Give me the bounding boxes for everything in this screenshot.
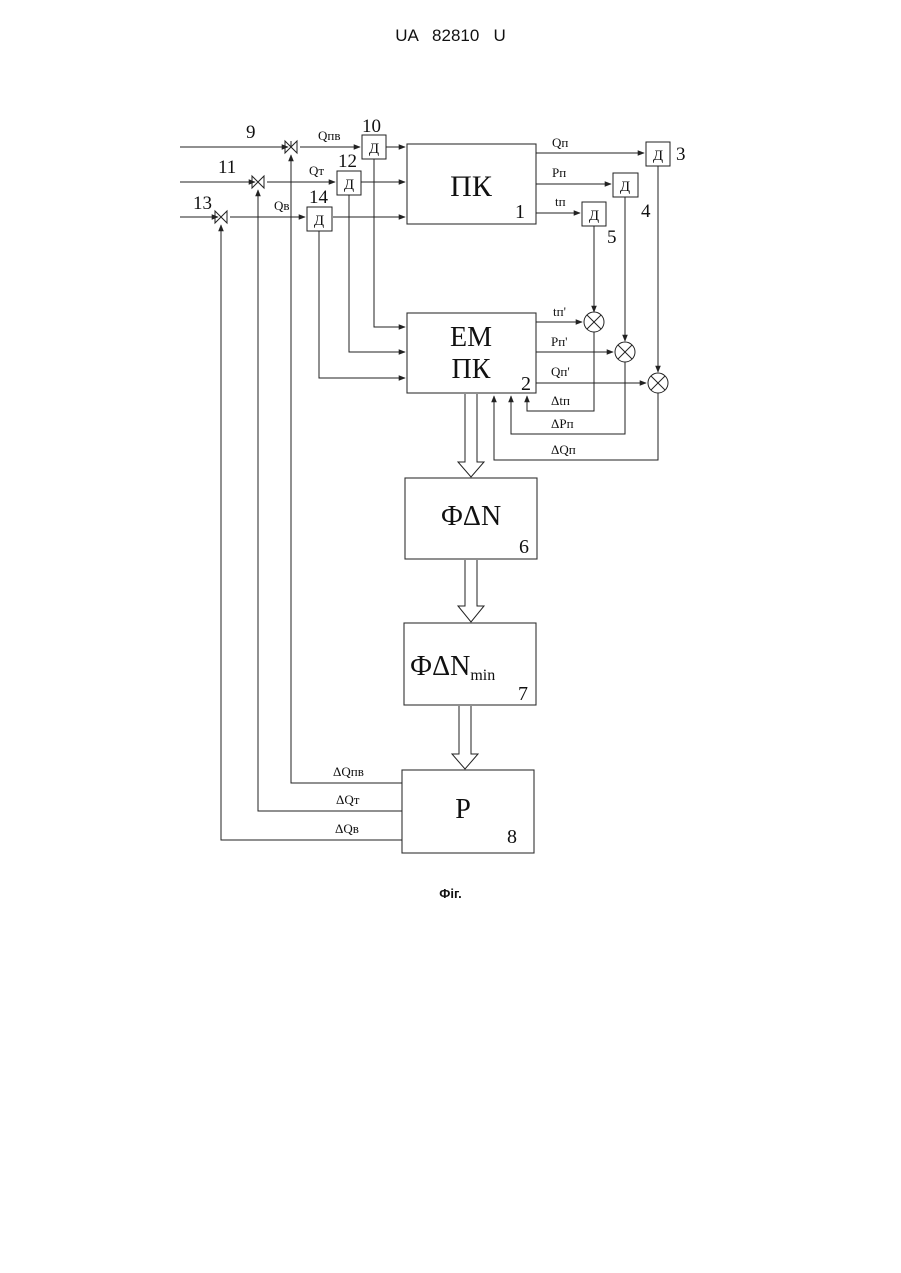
sensor-5: Д: [582, 202, 606, 226]
block-em-pk: ЕМ ПК 2: [407, 313, 536, 395]
em-pk-label-bottom: ПК: [452, 354, 491, 385]
label-qp-prime: Qп': [551, 364, 570, 379]
sensor-12: Д: [337, 171, 361, 195]
sensor-4: Д: [613, 173, 638, 197]
em-pk-label-top: ЕМ: [450, 322, 492, 353]
label-number-11: 11: [218, 157, 236, 178]
label-pp-prime: Рп': [551, 334, 568, 349]
label-number-4: 4: [641, 201, 651, 222]
label-qpv: Qпв: [318, 128, 340, 143]
hollow-arrow-empk-fdn: [458, 394, 484, 477]
fdn-number: 6: [519, 536, 529, 558]
pk-number: 1: [515, 201, 525, 223]
svg-text:Д: Д: [369, 141, 379, 157]
label-qv: Qв: [274, 198, 290, 213]
label-delta-qv: ΔQв: [335, 821, 359, 836]
feed-lines-to-em-pk: [319, 159, 405, 378]
label-qp: Qп: [552, 135, 568, 150]
block-p: Р 8: [402, 770, 534, 853]
label-tp-prime: tп': [553, 304, 566, 319]
svg-text:Д: Д: [620, 179, 630, 195]
sensor-3: Д: [646, 142, 670, 166]
control-lines: [221, 155, 402, 840]
label-delta-qpv: ΔQпв: [333, 764, 364, 779]
label-number-13: 13: [193, 193, 212, 214]
label-delta-qt: ΔQт: [336, 792, 360, 807]
fdn-label: ФΔN: [441, 501, 501, 532]
p-label: Р: [455, 794, 471, 825]
em-pk-number: 2: [521, 373, 531, 395]
label-pp: Рп: [552, 165, 566, 180]
comparator-qp: [648, 373, 668, 393]
pk-label: ПК: [450, 170, 493, 203]
block-fdn: ФΔN 6: [405, 478, 537, 559]
label-qt: Qт: [309, 163, 324, 178]
sensor-10: Д: [362, 135, 386, 159]
figure-caption: Фіг.: [0, 886, 901, 901]
comparator-pp: [615, 342, 635, 362]
svg-text:Д: Д: [589, 208, 599, 224]
hollow-arrow-fdn-fdnmin: [458, 560, 484, 622]
svg-text:Д: Д: [344, 177, 354, 193]
label-number-9: 9: [246, 122, 256, 143]
label-number-14: 14: [309, 187, 329, 208]
block-pk: ПК 1: [407, 144, 536, 224]
p-number: 8: [507, 826, 517, 848]
label-number-12: 12: [338, 151, 357, 172]
label-delta-tp: Δtп: [551, 393, 570, 408]
hollow-arrow-fdnmin-p: [452, 706, 478, 769]
label-delta-pp: ΔРп: [551, 416, 574, 431]
label-number-3: 3: [676, 144, 686, 165]
svg-text:Д: Д: [653, 148, 663, 164]
sensor-14: Д: [307, 207, 332, 231]
block-fdn-min: ФΔNmin 7: [404, 623, 536, 705]
label-number-5: 5: [607, 227, 617, 248]
fdn-min-number: 7: [518, 683, 528, 705]
label-number-10: 10: [362, 116, 381, 137]
comparator-tp: [584, 312, 604, 332]
label-delta-qp: ΔQп: [551, 442, 576, 457]
label-tp: tп: [555, 194, 566, 209]
svg-text:Д: Д: [314, 213, 324, 229]
